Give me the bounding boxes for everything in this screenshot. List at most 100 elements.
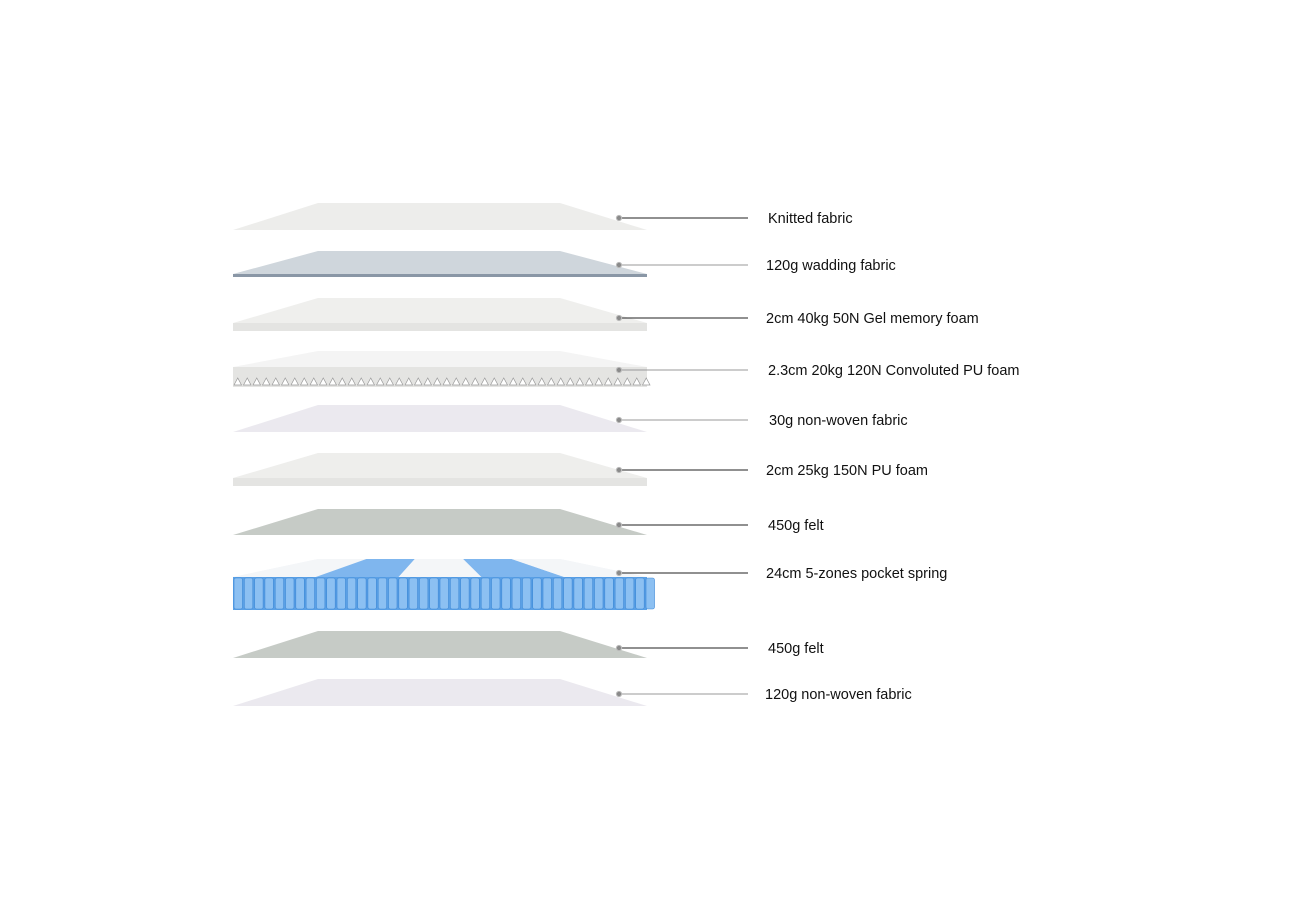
layer-top-face — [233, 405, 647, 432]
layer-label: 2.3cm 20kg 120N Convoluted PU foam — [768, 363, 1020, 379]
convolution-peak — [575, 377, 585, 386]
leader-dot — [615, 569, 623, 577]
convolution-peak — [461, 377, 471, 386]
layer-label: 24cm 5-zones pocket spring — [766, 566, 948, 582]
convolution-peak — [470, 377, 480, 386]
pocket-spring-coil — [614, 577, 624, 610]
convolution-peak — [299, 377, 309, 386]
spring-zone-4 — [463, 559, 565, 577]
pocket-spring-coil — [635, 577, 645, 610]
layer-label: 120g non-woven fabric — [765, 687, 912, 703]
layer-label: Knitted fabric — [768, 211, 853, 227]
pocket-spring-coil — [625, 577, 635, 610]
convolution-peak — [252, 377, 262, 386]
convolution-peak — [290, 377, 300, 386]
pocket-spring-coil — [264, 577, 274, 610]
convolution-peak — [347, 377, 357, 386]
pocket-spring-coil — [419, 577, 429, 610]
pocket-spring-coil — [552, 577, 563, 610]
layer-side — [233, 323, 647, 331]
pocket-spring-coil — [388, 577, 398, 610]
pocket-spring-coil — [274, 577, 285, 610]
pocket-spring-coil — [357, 577, 367, 610]
leader-dot — [615, 690, 623, 698]
pocket-spring-coil — [377, 577, 388, 610]
spring-zone-1 — [233, 559, 367, 577]
convolution-peak — [432, 377, 442, 386]
convolution-peak — [480, 377, 490, 386]
pocket-spring-coil — [645, 577, 655, 610]
layer-label: 2cm 25kg 150N PU foam — [766, 463, 928, 479]
convolution-peak — [442, 377, 452, 386]
convolution-peak — [603, 377, 613, 386]
layer-side — [233, 478, 647, 486]
convolution-peak — [404, 377, 414, 386]
convolution-peak — [356, 377, 366, 386]
spring-zone-2 — [315, 559, 415, 577]
convolution-peak — [271, 377, 281, 386]
convolution-peak — [233, 377, 243, 386]
layer-top-face — [233, 509, 647, 535]
pocket-spring-coil — [470, 577, 480, 610]
convolution-peak — [451, 377, 461, 386]
convolution-peak — [366, 377, 376, 386]
layer-label: 2cm 40kg 50N Gel memory foam — [766, 311, 979, 327]
pocket-spring-coil — [594, 577, 604, 610]
layer-label: 120g wadding fabric — [766, 258, 896, 274]
convolution-peak — [280, 377, 290, 386]
pocket-spring-coil — [233, 577, 243, 610]
convolution-peak — [594, 377, 604, 386]
convolution-peak — [318, 377, 328, 386]
pocket-spring-coil — [583, 577, 594, 610]
layer-label: 450g felt — [768, 641, 824, 657]
leader-dot — [615, 314, 623, 322]
pocket-spring-coil — [491, 577, 501, 610]
leader-dot — [615, 214, 623, 222]
convolution-peak — [413, 377, 423, 386]
convolution-peak — [641, 377, 651, 386]
leader-dot — [615, 644, 623, 652]
pocket-spring-coil — [316, 577, 326, 610]
pocket-spring-coil — [336, 577, 346, 610]
spring-zone-3 — [398, 559, 482, 577]
layer-top-face — [233, 351, 647, 367]
pocket-spring-coil — [326, 577, 336, 610]
layer-label: 450g felt — [768, 518, 824, 534]
pocket-spring-coil — [460, 577, 470, 610]
convolution-peak — [537, 377, 547, 386]
convolution-peak — [556, 377, 566, 386]
pocket-spring-coil — [295, 577, 305, 610]
convolution-peak — [328, 377, 338, 386]
convolution-peak — [309, 377, 319, 386]
convolution-peak — [565, 377, 575, 386]
leader-dot — [615, 521, 623, 529]
spring-zone-5 — [511, 559, 647, 577]
pocket-spring-coil — [254, 577, 264, 610]
layer-top-face — [233, 203, 647, 230]
layer-top-face — [233, 453, 647, 478]
pocket-spring-coil — [563, 577, 573, 610]
pocket-spring-coil — [522, 577, 532, 610]
convolution-peak — [499, 377, 509, 386]
pocket-spring-coil — [398, 577, 408, 610]
convolution-peak — [375, 377, 385, 386]
leader-dot — [615, 416, 623, 424]
pocket-spring-coil — [429, 577, 439, 610]
convolution-peak — [385, 377, 395, 386]
pocket-spring-coil — [408, 577, 418, 610]
convolution-peak — [508, 377, 518, 386]
convolution-peak — [394, 377, 404, 386]
pocket-spring-coil — [367, 577, 377, 610]
layer-top-face — [233, 631, 647, 658]
convolution-peak — [518, 377, 528, 386]
pocket-spring-coil — [542, 577, 552, 610]
convolution-peak — [242, 377, 252, 386]
pocket-spring-coil — [480, 577, 491, 610]
pocket-spring-coil — [604, 577, 614, 610]
leader-dot — [615, 466, 623, 474]
convolution-peak — [261, 377, 271, 386]
convolution-peak — [527, 377, 537, 386]
layer-side — [233, 274, 647, 277]
convolution-peak — [613, 377, 623, 386]
